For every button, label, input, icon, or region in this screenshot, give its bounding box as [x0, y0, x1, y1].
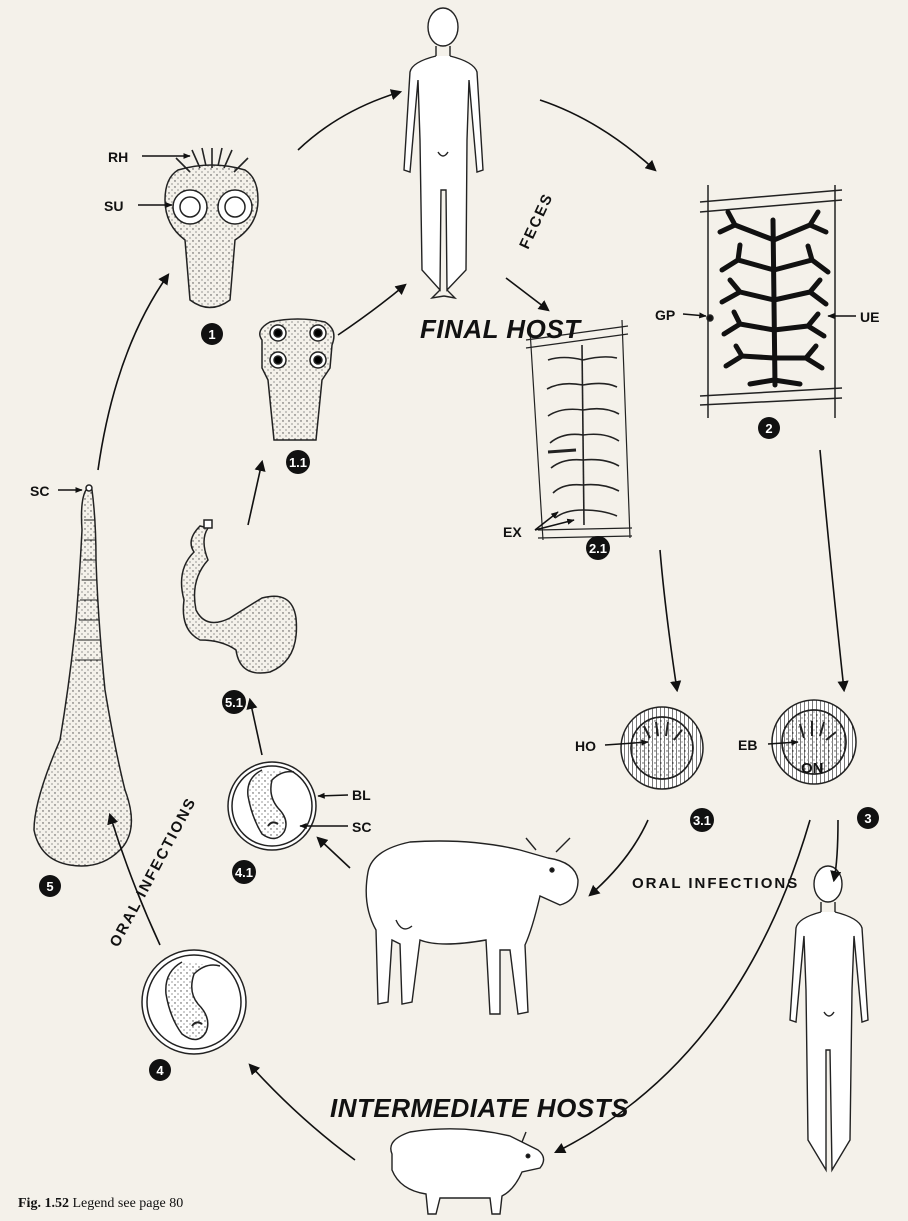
figure-number: Fig. 1.52: [18, 1196, 69, 1211]
svg-text:3.1: 3.1: [693, 813, 711, 828]
feces-label: FECES: [516, 190, 557, 252]
label-on: ON: [801, 760, 824, 777]
label-ue: UE: [860, 309, 879, 325]
egg-stage-3-1: [621, 707, 703, 789]
svg-text:4.1: 4.1: [235, 865, 253, 880]
label-eb: EB: [738, 737, 757, 753]
intermediate-hosts-label: INTERMEDIATE HOSTS: [330, 1093, 629, 1123]
arrow-1-1-to-host: [338, 285, 405, 335]
arrow-5-1-to-1-1: [248, 462, 262, 525]
proglottid-stage-2-1: [526, 320, 632, 540]
label-ex: EX: [503, 524, 522, 540]
arrow-host-to-2: [540, 100, 655, 170]
svg-text:2: 2: [765, 421, 772, 436]
badge-stage-4: 4: [149, 1059, 171, 1081]
svg-text:5: 5: [46, 879, 53, 894]
arrow-2-1-to-3-1: [660, 550, 677, 690]
svg-text:5.1: 5.1: [225, 695, 243, 710]
arrow-2-to-3: [820, 450, 844, 690]
label-bl: BL: [352, 787, 371, 803]
label-sc-cyst: SC: [352, 819, 371, 835]
pig-figure: [391, 1129, 544, 1214]
evaginated-cyst-stage-5-1: [182, 520, 297, 673]
badge-stage-3-1: 3.1: [690, 808, 714, 832]
gravid-proglottid-stage-2: [700, 185, 842, 418]
badge-stage-2-1: 2.1: [586, 536, 610, 560]
figure-caption: Fig. 1.52 Legend see page 80: [18, 1196, 183, 1212]
label-rh: RH: [108, 149, 128, 165]
cow-figure: [366, 838, 578, 1014]
arrow-4-1-to-5-1: [250, 700, 262, 755]
svg-text:1: 1: [208, 327, 215, 342]
scolex-stage-1: [165, 148, 258, 308]
svg-text:3: 3: [864, 811, 871, 826]
badge-stage-3: 3: [857, 807, 879, 829]
label-sc: SC: [30, 483, 49, 499]
label-su: SU: [104, 198, 123, 214]
figure-legend-text: Legend see page 80: [72, 1196, 183, 1211]
arrow-host-to-2-1: [506, 278, 548, 310]
arrow-cow-to-4-1: [318, 838, 350, 868]
badge-stage-1: 1: [201, 323, 223, 345]
human-final-host-figure: [404, 8, 483, 298]
badge-stage-5: 5: [39, 875, 61, 897]
scolex-stage-1-1: [260, 319, 334, 440]
label-ho: HO: [575, 738, 596, 754]
badge-stage-1-1: 1.1: [286, 450, 310, 474]
badge-stage-2: 2: [758, 417, 780, 439]
arrow-5-to-1: [98, 275, 168, 470]
cysticercus-stage-4: [142, 950, 246, 1054]
human-intermediate-host-figure: [790, 866, 868, 1170]
arrow-1-to-host: [298, 92, 400, 150]
badge-stage-4-1: 4.1: [232, 860, 256, 884]
badge-stage-5-1: 5.1: [222, 690, 246, 714]
oral-infections-label-right: ORAL INFECTIONS: [632, 875, 799, 892]
final-host-label: FINAL HOST: [420, 314, 582, 344]
svg-text:4: 4: [156, 1063, 164, 1078]
svg-text:2.1: 2.1: [589, 541, 607, 556]
label-gp: GP: [655, 307, 675, 323]
developing-worm-stage-5: [34, 485, 131, 866]
svg-text:1.1: 1.1: [289, 455, 307, 470]
cysticercus-stage-4-1: [228, 762, 316, 850]
